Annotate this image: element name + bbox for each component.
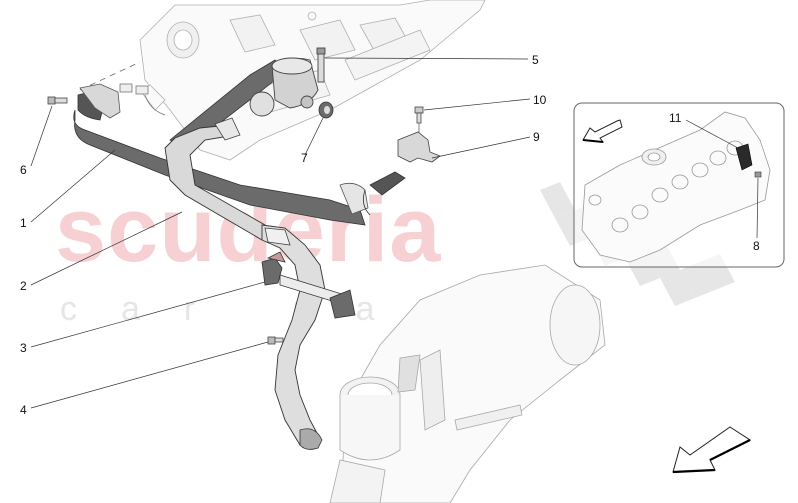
leader-9	[431, 136, 531, 159]
callout-1[interactable]: 1	[20, 216, 27, 230]
part-2-light-coolant-hose	[164, 117, 326, 450]
leader-7	[304, 117, 324, 156]
leader-11	[685, 119, 739, 149]
leader-1	[30, 149, 116, 223]
wiring-connector-top	[119, 83, 166, 116]
leader-3	[30, 281, 266, 348]
part-6-bolt	[47, 96, 68, 105]
callout-2[interactable]: 2	[20, 279, 27, 293]
main-direction-arrow-icon	[672, 426, 752, 474]
callout-8[interactable]: 8	[753, 239, 760, 253]
part-9-bracket	[397, 131, 441, 163]
leader-8	[756, 177, 759, 239]
leader-2	[30, 211, 183, 286]
inset-cylinder-head	[581, 111, 771, 263]
callout-6[interactable]: 6	[20, 163, 27, 177]
leader-lines	[30, 57, 531, 409]
bolt-6-guide-line	[79, 61, 141, 91]
wiring-connector-right	[362, 171, 406, 216]
callout-5[interactable]: 5	[532, 53, 539, 67]
callout-3[interactable]: 3	[20, 341, 27, 355]
engine-component-bottom	[329, 264, 606, 503]
callout-9[interactable]: 9	[533, 130, 540, 144]
callout-4[interactable]: 4	[20, 403, 27, 417]
part-8-bolt	[754, 171, 762, 178]
leader-10	[423, 98, 531, 111]
part-7-seal-ring	[318, 101, 334, 119]
callout-7[interactable]: 7	[301, 151, 308, 165]
part-3-hose-clip-bracket	[261, 251, 356, 319]
callout-11[interactable]: 11	[669, 111, 682, 125]
part-11-sensor	[735, 143, 753, 171]
inset-panel	[573, 102, 785, 268]
leader-6	[30, 105, 53, 167]
inset-direction-arrow-icon	[582, 119, 623, 143]
leader-4	[30, 341, 269, 409]
leader-5	[324, 57, 529, 60]
part-5-valve-housing	[249, 47, 326, 117]
part-1-dark-coolant-pipe	[73, 83, 369, 226]
callout-10[interactable]: 10	[533, 93, 547, 107]
part-4-bolt	[267, 336, 284, 345]
